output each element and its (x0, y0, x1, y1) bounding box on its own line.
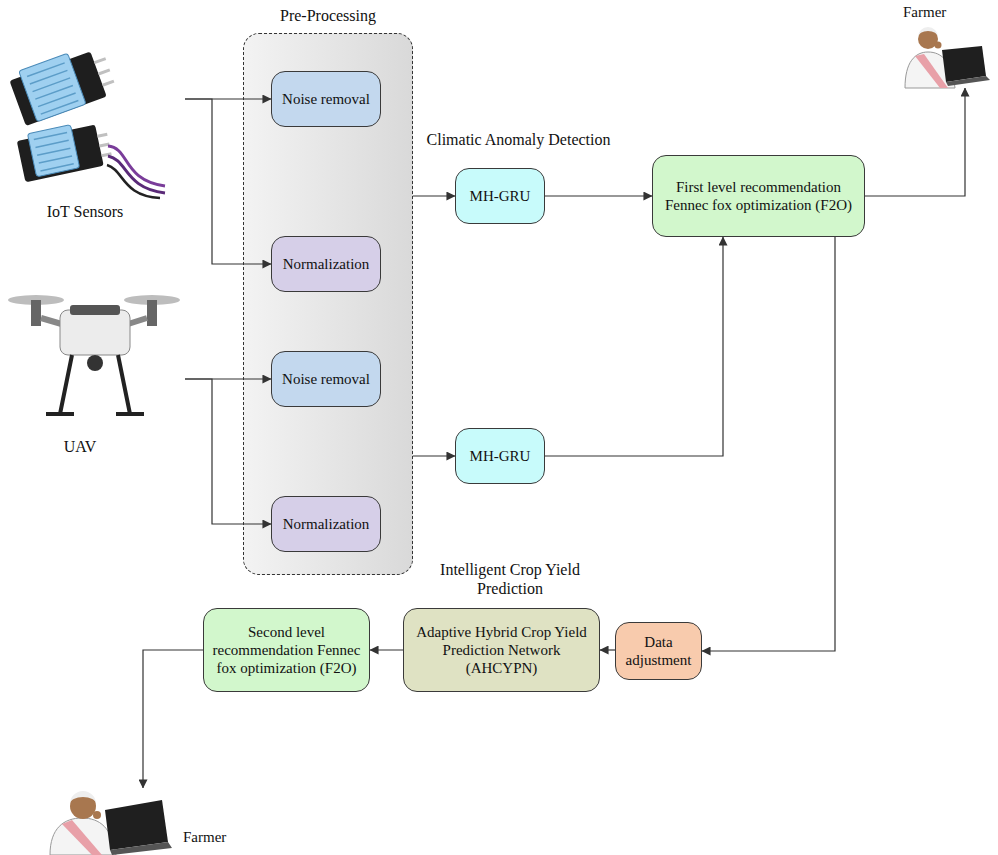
farmer-node: Farmer (40, 788, 240, 852)
connector-arrow (600, 649, 615, 650)
node-text: Noise removal (282, 90, 370, 108)
node-text: Normalization (283, 255, 370, 273)
sensor-wire (107, 165, 160, 198)
group-title: Pre-Processing (244, 7, 412, 25)
hand (93, 811, 101, 819)
connector-arrow (865, 88, 965, 196)
connector-arrow (370, 649, 403, 650)
sensor-housing (27, 125, 79, 177)
farmer-illustration (905, 27, 990, 88)
connector-arrow (413, 195, 455, 196)
process-box: Noise removal (271, 351, 381, 407)
hand (935, 42, 942, 49)
motor (147, 300, 157, 326)
connector-arrow (545, 237, 723, 456)
laptop (105, 800, 168, 850)
node-text: First level recommendation Fennec fox op… (661, 178, 856, 214)
uav-top (70, 305, 120, 315)
node-text: Data adjustment (624, 633, 693, 669)
connector-arrow (702, 237, 835, 651)
process-box: Normalization (271, 236, 381, 292)
hair (918, 27, 938, 37)
model-box: MH-GRU (455, 168, 545, 224)
scarf (62, 820, 102, 855)
sensor-wire (108, 156, 165, 193)
recommendation-box: Second level recommendation Fennec fox o… (203, 608, 370, 692)
node-text: Adaptive Hybrid Crop Yield Prediction Ne… (412, 623, 591, 677)
model-box: MH-GRU (455, 428, 545, 484)
sensor-wire (108, 146, 165, 186)
laptop (942, 46, 986, 82)
uav-illustration (8, 295, 180, 414)
sensor-module (7, 42, 118, 126)
connector-arrow (413, 455, 455, 456)
sensor-board (10, 51, 107, 126)
process-box: Noise removal (271, 71, 381, 127)
node-text: MH-GRU (470, 447, 531, 465)
sensor-pins (94, 59, 113, 86)
camera (87, 355, 103, 371)
sensor-module (16, 118, 114, 183)
node-text: Noise removal (282, 370, 370, 388)
stage-label: Climatic Anomaly Detection (416, 130, 621, 149)
shirt (50, 818, 116, 855)
connector-arrow (185, 379, 271, 524)
landing-gear (46, 355, 144, 414)
node-text: Farmer (903, 3, 973, 21)
node-text: Normalization (283, 515, 370, 533)
connector-arrow (185, 99, 271, 264)
model-box: Adaptive Hybrid Crop Yield Prediction Ne… (403, 608, 600, 692)
laptop-base (946, 76, 990, 86)
node-text: IoT Sensors (0, 202, 170, 221)
stage-label: Intelligent Crop Yield Prediction (425, 560, 595, 598)
farmer-node: Farmer (885, 0, 993, 88)
sensor-grid (27, 63, 78, 114)
laptop-base (110, 842, 172, 855)
scarf (915, 54, 948, 88)
node-text: UAV (0, 437, 160, 456)
sensor-housing (19, 53, 86, 122)
connector-arrow (545, 195, 652, 196)
farmer-illustration (50, 791, 172, 855)
connector-arrow (143, 650, 203, 788)
recommendation-box: First level recommendation Fennec fox op… (652, 155, 865, 237)
group-box: Pre-ProcessingNoise removalNormalization… (243, 33, 413, 575)
motor (31, 300, 41, 326)
sensor-grid (34, 133, 74, 171)
uav-node: UAV (0, 285, 185, 460)
sensor-node: IoT Sensors (0, 50, 185, 225)
node-text: MH-GRU (470, 187, 531, 205)
hair (70, 791, 96, 804)
iot-sensor-illustration (7, 42, 165, 198)
process-box: Data adjustment (615, 622, 702, 680)
node-text: Farmer (183, 828, 238, 846)
sensor-board (17, 125, 104, 183)
process-box: Normalization (271, 496, 381, 552)
uav-body (60, 310, 130, 355)
node-text: Second level recommendation Fennec fox o… (212, 623, 361, 677)
